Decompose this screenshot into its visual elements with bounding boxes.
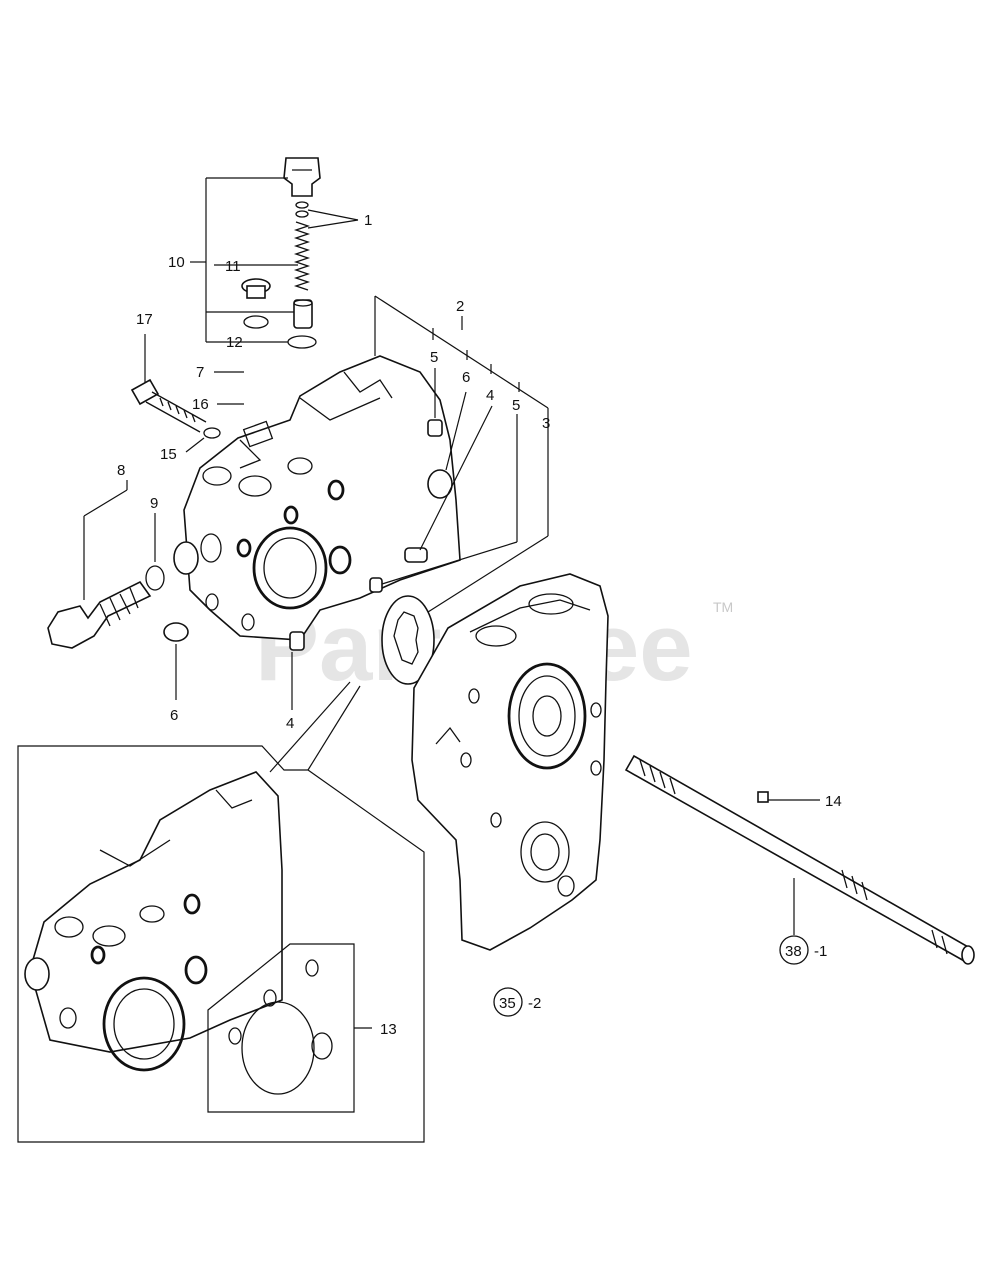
relief-valve-assembly [283, 157, 321, 349]
callout-1: 1 [364, 212, 372, 229]
callout-6-upper: 6 [462, 369, 470, 386]
callout-5-right: 5 [512, 397, 520, 414]
callout-10: 10 [168, 254, 185, 271]
callout-6-lower: 6 [170, 707, 178, 724]
watermark-trademark: TM [713, 599, 733, 615]
callout-16: 16 [192, 396, 209, 413]
bracket-10 [190, 177, 298, 343]
plug-5-upper [427, 419, 443, 437]
callout-8: 8 [117, 462, 125, 479]
oring-15 [203, 427, 221, 439]
gear [381, 595, 435, 685]
front-valve-body [163, 355, 461, 651]
callout-3: 3 [542, 415, 550, 432]
shaft [624, 754, 975, 965]
washer-upper [295, 201, 309, 209]
reference-38-number: 38 [785, 943, 802, 960]
plug-5-lower [369, 577, 383, 593]
spring [293, 221, 311, 291]
oring-16 [243, 315, 269, 329]
poppet [293, 299, 313, 329]
callout-2: 2 [456, 298, 464, 315]
oring-12 [287, 335, 317, 349]
bracket-2-3 [374, 295, 549, 613]
callout-14: 14 [825, 793, 842, 810]
callout-9: 9 [150, 495, 158, 512]
reference-35-number: 35 [499, 995, 516, 1012]
pin-4-lower [289, 631, 305, 651]
key-14 [757, 791, 769, 803]
plug-group [185, 278, 271, 453]
reference-38: 38 -1 [779, 935, 827, 965]
callout-5-upper: 5 [430, 349, 438, 366]
reference-35-suffix: -2 [528, 995, 541, 1012]
callout-12: 12 [226, 334, 243, 351]
callout-13: 13 [380, 1021, 397, 1038]
valve-8-group [47, 480, 165, 649]
reference-35: 35 -2 [493, 987, 541, 1017]
callout-17: 17 [136, 311, 153, 328]
valve-spool-8 [47, 580, 152, 649]
plug-6-upper [427, 469, 453, 499]
reference-38-suffix: -1 [814, 943, 827, 960]
bolt-17 [130, 334, 207, 433]
inset-box [17, 745, 425, 1143]
callout-15: 15 [160, 446, 177, 463]
callout-4-upper: 4 [486, 387, 494, 404]
oring-9 [145, 565, 165, 591]
callout-11: 11 [225, 258, 241, 275]
plug-6-lower [163, 622, 189, 642]
callout-7: 7 [196, 364, 204, 381]
rear-pump-body [411, 573, 609, 951]
valve-cap [283, 157, 321, 197]
washer-lower [295, 210, 309, 218]
callout-4-lower: 4 [286, 715, 294, 732]
pin-4-upper [404, 547, 428, 563]
